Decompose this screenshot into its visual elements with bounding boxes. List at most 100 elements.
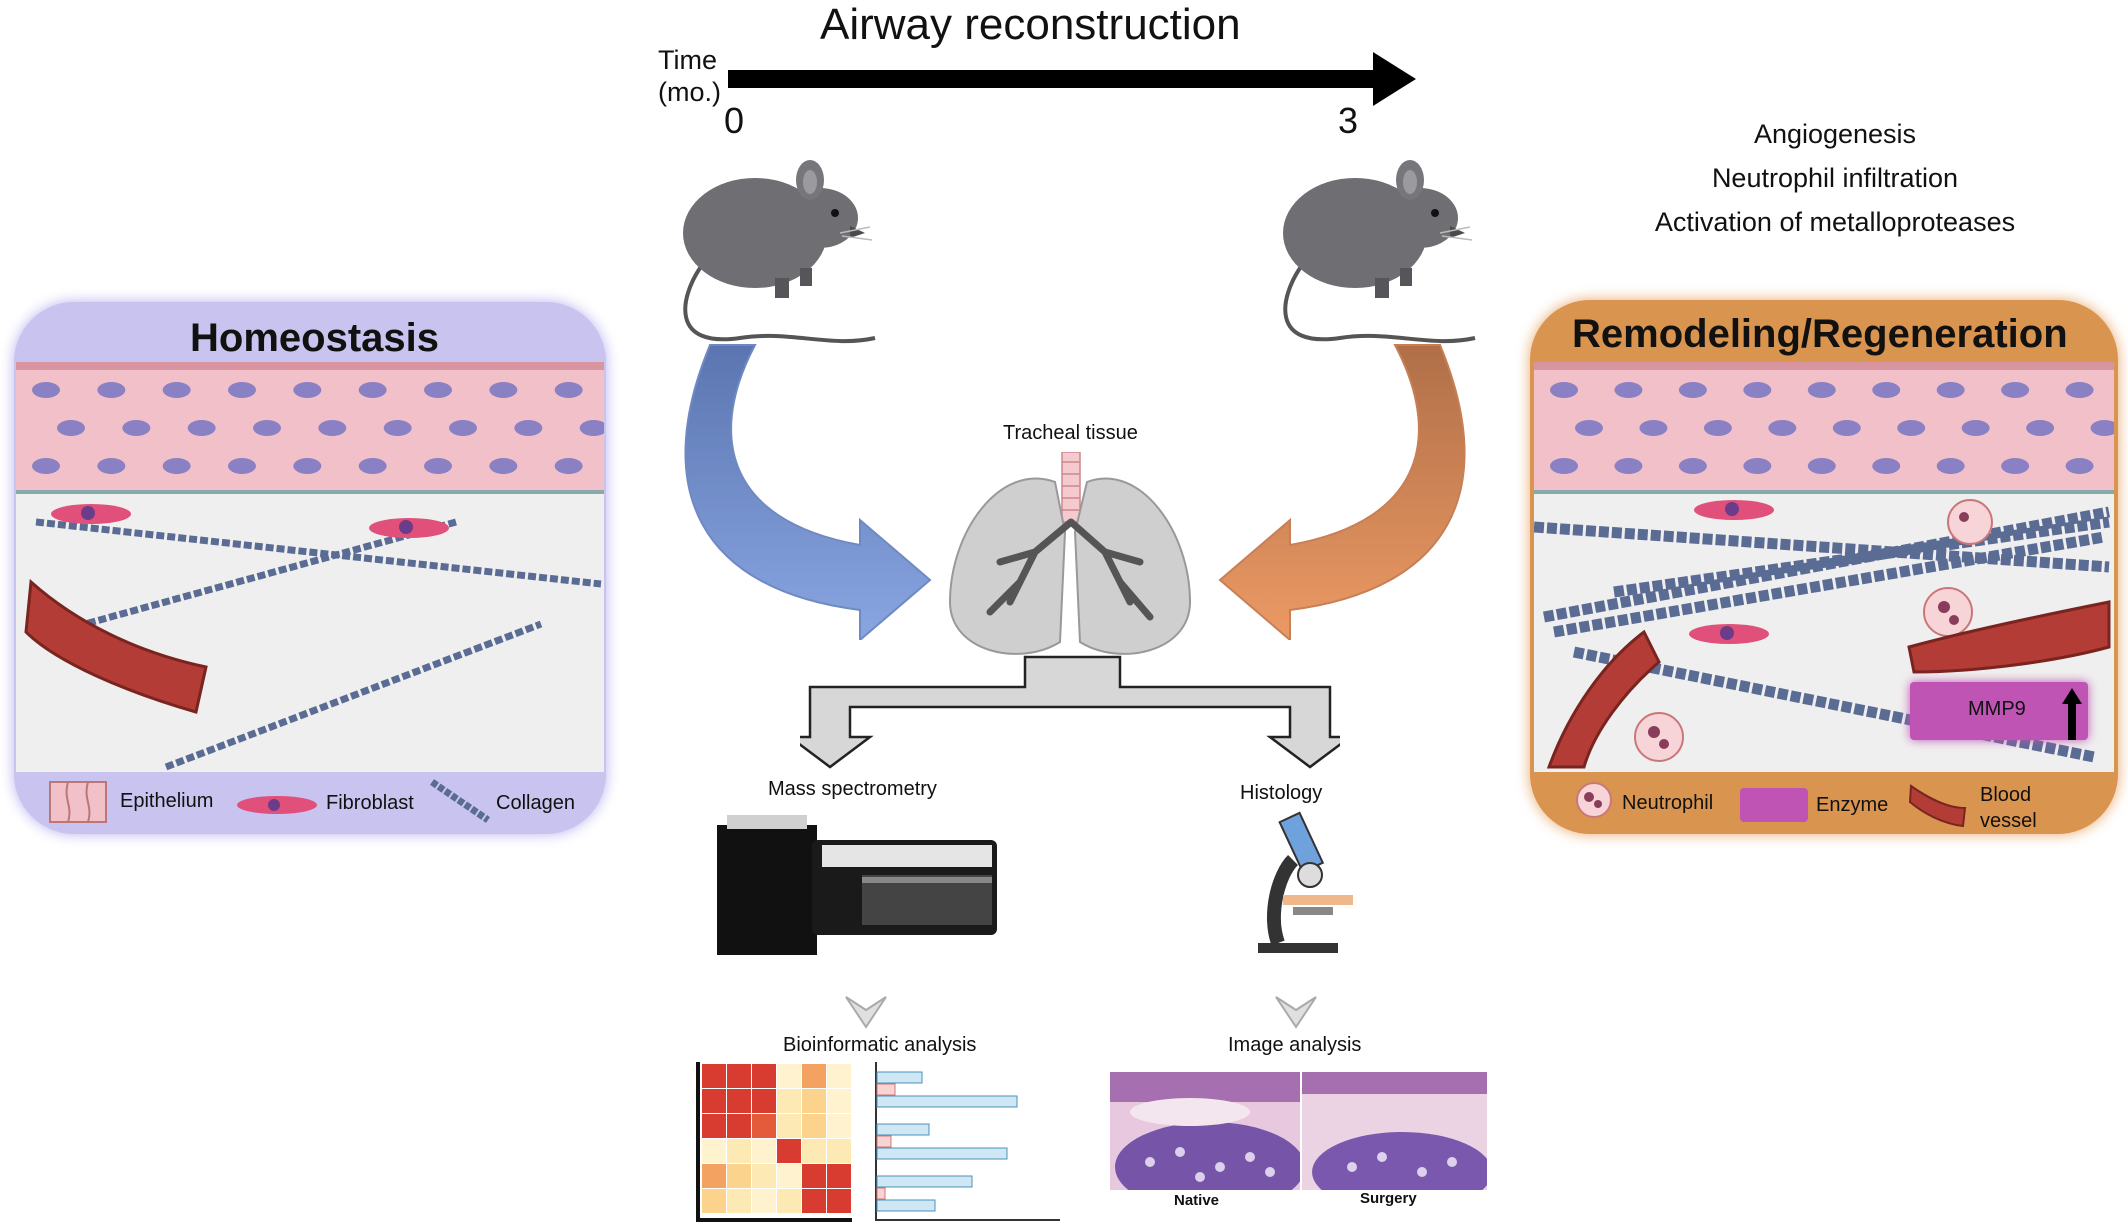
epithelial-nucleus [1550, 382, 1578, 398]
epithelium-legend-label: Epithelium [120, 790, 214, 812]
epithelial-nucleus [1872, 382, 1901, 398]
heatmap-cell [827, 1089, 851, 1113]
mmp9-label: MMP9 [1968, 698, 2026, 720]
epithelial-nucleus [253, 420, 281, 436]
heatmap-cell [727, 1164, 751, 1188]
heatmap-cell [777, 1139, 801, 1163]
process-item: Neutrophil infiltration [1711, 163, 1959, 193]
heatmap-cell [702, 1164, 726, 1188]
epithelial-nucleus [32, 382, 60, 398]
epithelial-nucleus [579, 420, 604, 436]
homeostasis-title: Homeostasis [190, 316, 439, 360]
heatmap-cell [752, 1089, 776, 1113]
heatmap-cell [802, 1164, 826, 1188]
time-end-label: 3 [1338, 100, 1359, 141]
heatmap-cell [827, 1189, 851, 1213]
epithelial-nucleus [228, 382, 256, 398]
epithelial-nucleus [358, 382, 387, 398]
epithelial-nucleus [228, 458, 256, 474]
process-item: Activation of metalloproteases [1654, 207, 2016, 237]
homeostasis-tissue-illustration [16, 362, 604, 772]
epithelial-nucleus [2001, 382, 2030, 398]
heatmap-cell [727, 1064, 751, 1088]
epithelial-nucleus [97, 382, 126, 398]
heatmap-cell [802, 1114, 826, 1138]
heatmap-cell [777, 1164, 801, 1188]
epithelial-nucleus [1872, 458, 1901, 474]
heatmap-cell [752, 1139, 776, 1163]
epithelial-nucleus [514, 420, 543, 436]
mouse-icon-start [683, 160, 876, 344]
epithelial-nucleus [293, 458, 322, 474]
heatmap-cell [777, 1089, 801, 1113]
epithelial-nucleus [1743, 382, 1772, 398]
native-label: Native [1174, 1192, 1220, 1209]
mass-spectrometer-icon [717, 815, 997, 955]
time-start-label: 0 [724, 100, 745, 141]
epithelial-nucleus [1768, 420, 1797, 436]
heatmap-cell [702, 1114, 726, 1138]
neutrophil-legend-icon [1576, 782, 1612, 818]
heatmap-cell [702, 1189, 726, 1213]
epithelial-nucleus [1936, 458, 1965, 474]
mass-spectrometry-label: Mass spectrometry [768, 778, 937, 800]
time-label-line2: (mo.) [658, 77, 721, 107]
epithelial-nucleus [1550, 458, 1578, 474]
bioinformatic-analysis-label: Bioinformatic analysis [783, 1034, 977, 1056]
epithelial-nucleus [1897, 420, 1926, 436]
lungs-icon [948, 452, 1192, 655]
up-arrow-icon [2062, 688, 2082, 740]
neutrophil-legend-label: Neutrophil [1622, 792, 1714, 814]
heatmap-cell [827, 1164, 851, 1188]
heatmap-cell [802, 1089, 826, 1113]
heatmap-cell [827, 1139, 851, 1163]
image-analysis-label: Image analysis [1228, 1034, 1362, 1056]
diagram-title: Airway reconstruction [820, 0, 1241, 49]
epithelial-nucleus [1936, 382, 1965, 398]
epithelial-nucleus [489, 382, 518, 398]
epithelial-nucleus [1678, 382, 1707, 398]
heatmap-cell [727, 1189, 751, 1213]
down-arrow-icon [845, 996, 887, 1029]
blood-vessel-legend-label: Blood vessel [1980, 782, 2037, 834]
heatmap-cell [827, 1114, 851, 1138]
blood-vessel-legend-line1: Blood [1980, 784, 2032, 806]
epithelial-nucleus [2065, 458, 2094, 474]
process-item: Angiogenesis [1753, 119, 1917, 149]
epithelial-nucleus [1614, 382, 1643, 398]
epithelial-nucleus [424, 458, 452, 474]
process-list: Angiogenesis Neutrophil infiltration Act… [1570, 112, 2100, 244]
epithelial-nucleus [424, 382, 452, 398]
collagen-legend-icon [430, 779, 490, 823]
epithelial-nucleus [1575, 420, 1603, 436]
collagen-legend-label: Collagen [496, 792, 575, 814]
heatmap-cell [777, 1189, 801, 1213]
heatmap-cell [802, 1139, 826, 1163]
epithelial-nucleus [1961, 420, 1990, 436]
blood-vessel-legend-icon [1908, 784, 1967, 828]
epithelial-nucleus [1743, 458, 1772, 474]
heatmap-cell [777, 1114, 801, 1138]
epithelial-nucleus [162, 458, 191, 474]
heatmap-cell [727, 1139, 751, 1163]
fibroblast-legend-label: Fibroblast [326, 792, 414, 814]
epithelial-nucleus [1832, 420, 1861, 436]
epithelial-nucleus [1703, 420, 1732, 436]
surgery-label: Surgery [1360, 1190, 1417, 1207]
epithelial-nucleus [358, 458, 387, 474]
epithelial-nucleus [1678, 458, 1707, 474]
epithelial-nucleus [1639, 420, 1668, 436]
tracheal-tissue-label: Tracheal tissue [1003, 422, 1138, 444]
epithelial-nucleus [449, 420, 477, 436]
enzyme-legend-label: Enzyme [1816, 794, 1889, 816]
histology-native-image [1110, 1072, 1300, 1190]
split-arrow [800, 655, 1340, 769]
enzyme-legend-icon [1740, 788, 1808, 822]
epithelial-nucleus [489, 458, 518, 474]
time-label-line1: Time [658, 45, 717, 75]
epithelial-nucleus [122, 420, 151, 436]
epithelial-nucleus [187, 420, 216, 436]
epithelial-nucleus [1807, 458, 1836, 474]
epithelial-nucleus [1807, 382, 1836, 398]
remodeling-title: Remodeling/Regeneration [1572, 312, 2068, 356]
